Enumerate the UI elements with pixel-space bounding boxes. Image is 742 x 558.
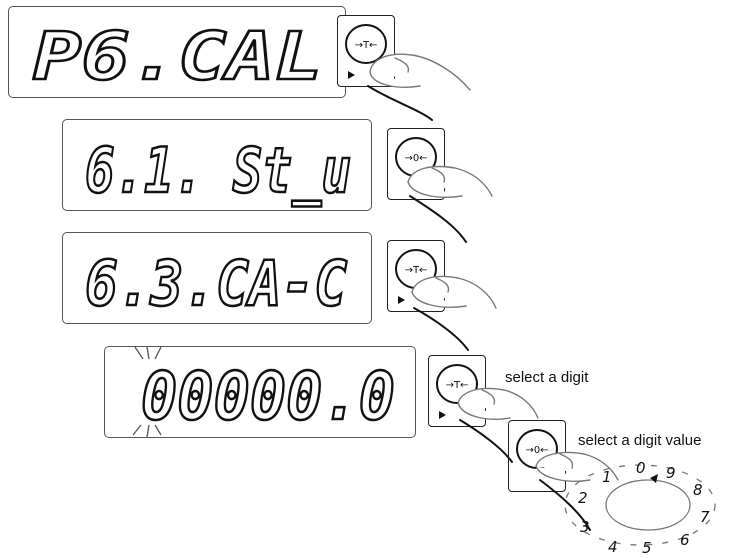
lcd-readout: 00000.0 [132,347,396,437]
dial-digit: 2 [578,489,588,507]
dial-digit: 9 [666,464,676,482]
finger-icon [457,387,539,463]
button-symbol: →0← [525,445,548,456]
dial-digit: 8 [693,481,703,499]
tare-button-icon: →T← [345,24,387,79]
dial-digit: 7 [700,508,710,526]
button-symbol: →T← [405,265,428,276]
button-symbol: →T← [446,380,469,391]
caption-select-digit: select a digit [505,369,589,386]
lcd-readout: P6.CAL [32,17,325,97]
finger-icon [407,165,493,243]
lcd-text-value: 00000.0 [141,358,395,435]
display-ca-c: 6.3.CA-C [62,232,372,324]
digit-dial: 0 9 8 7 6 5 4 3 2 1 [564,459,716,557]
lcd-readout: 6.3.CA-C [84,246,349,322]
tare-button-1[interactable]: →T← [337,15,395,87]
display-st-u: 6.1. St_u [62,119,372,211]
lcd-text-st-u: 6.1. St_u [85,134,351,207]
button-symbol: →T← [355,40,378,51]
dial-digit: 5 [642,539,652,557]
dial-digit: 0 [636,459,646,477]
finger-icon [367,53,471,121]
caption-select-digit-value: select a digit value [578,432,702,449]
lcd-text-p6-cal: P6.CAL [33,18,323,95]
finger-icon [411,275,497,351]
display-value: 00000.0 [104,346,416,438]
blink-indicator-icon [132,347,162,437]
display-p6-cal: P6.CAL [8,6,346,98]
dial-digit: 3 [580,518,590,536]
dial-digit: 6 [680,531,690,549]
button-symbol: →0← [404,153,427,164]
dial-digit: 1 [602,468,612,486]
lcd-readout: 6.1. St_u [84,133,353,209]
finger-icon [535,451,619,531]
dial-digit: 4 [608,538,618,556]
arrow-icon [650,474,658,483]
lcd-text-ca-c: 6.3.CA-C [85,247,347,320]
